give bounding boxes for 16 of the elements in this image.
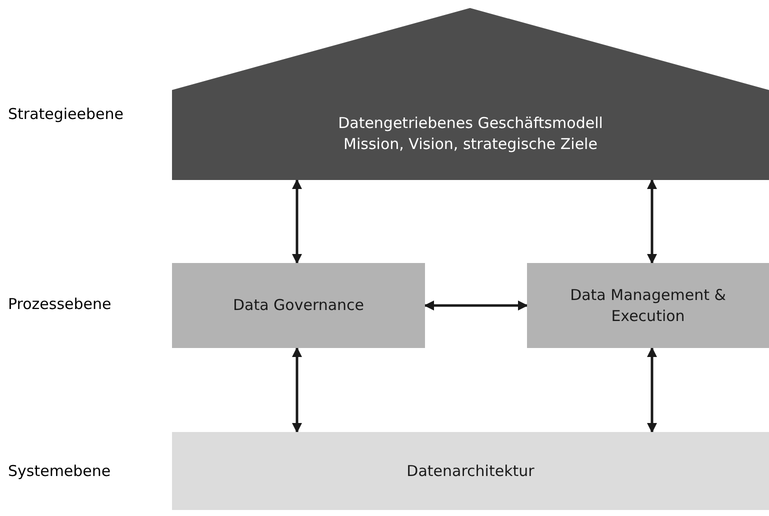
double-arrow <box>647 347 657 433</box>
double-arrow <box>424 300 528 310</box>
level-label: Systemebene <box>8 462 111 480</box>
layer-box <box>172 432 769 510</box>
box-label: Datenarchitektur <box>406 460 534 482</box>
double-arrow <box>292 347 302 433</box>
box-label: Datengetriebenes Geschäftsmodell <box>338 113 603 134</box>
box-label: Data Management & Execution <box>569 284 727 326</box>
level-label: Strategieebene <box>8 105 124 123</box>
double-arrow <box>292 179 302 264</box>
level-label: Prozessebene <box>8 295 112 313</box>
box-label: Data Governance <box>232 295 364 316</box>
double-arrow <box>647 179 657 264</box>
layer-box <box>172 263 425 348</box>
layer-box <box>527 263 769 348</box>
box-label: Mission, Vision, strategische Ziele <box>344 134 598 155</box>
